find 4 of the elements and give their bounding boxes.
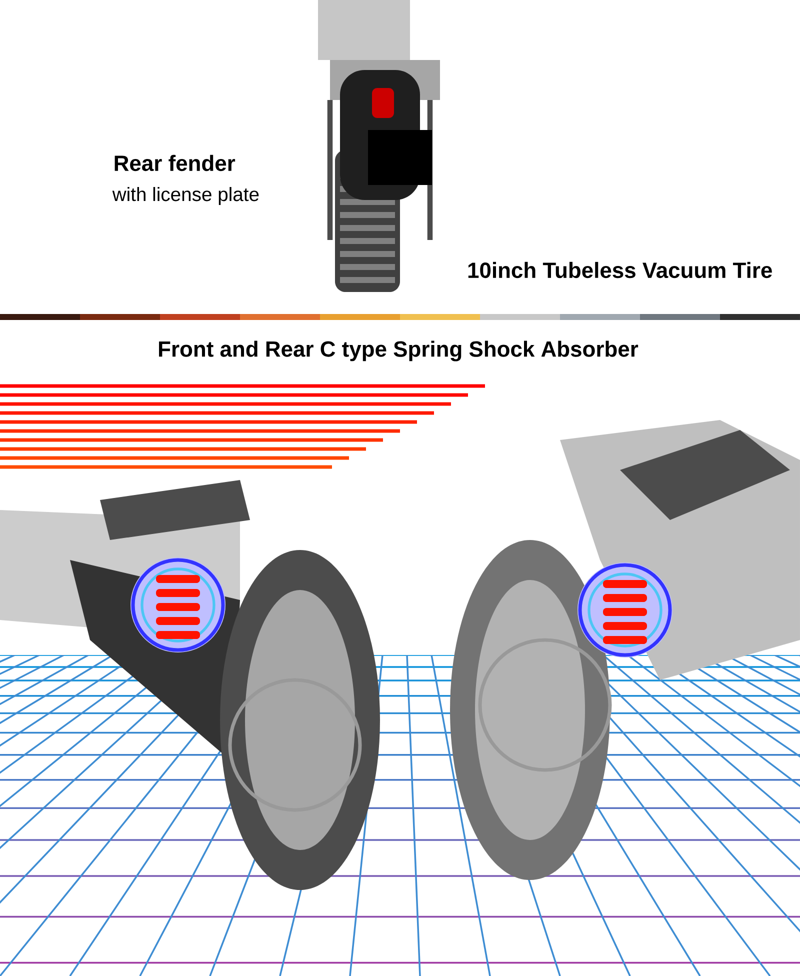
feature-note: with license plate	[112, 187, 259, 205]
title: Front and Rear C type Spring Shock Absorber	[159, 340, 638, 362]
feature-label: 10inch Tubeless Vacuum Tire	[468, 262, 772, 278]
feature-label: Rear fender	[114, 154, 236, 172]
